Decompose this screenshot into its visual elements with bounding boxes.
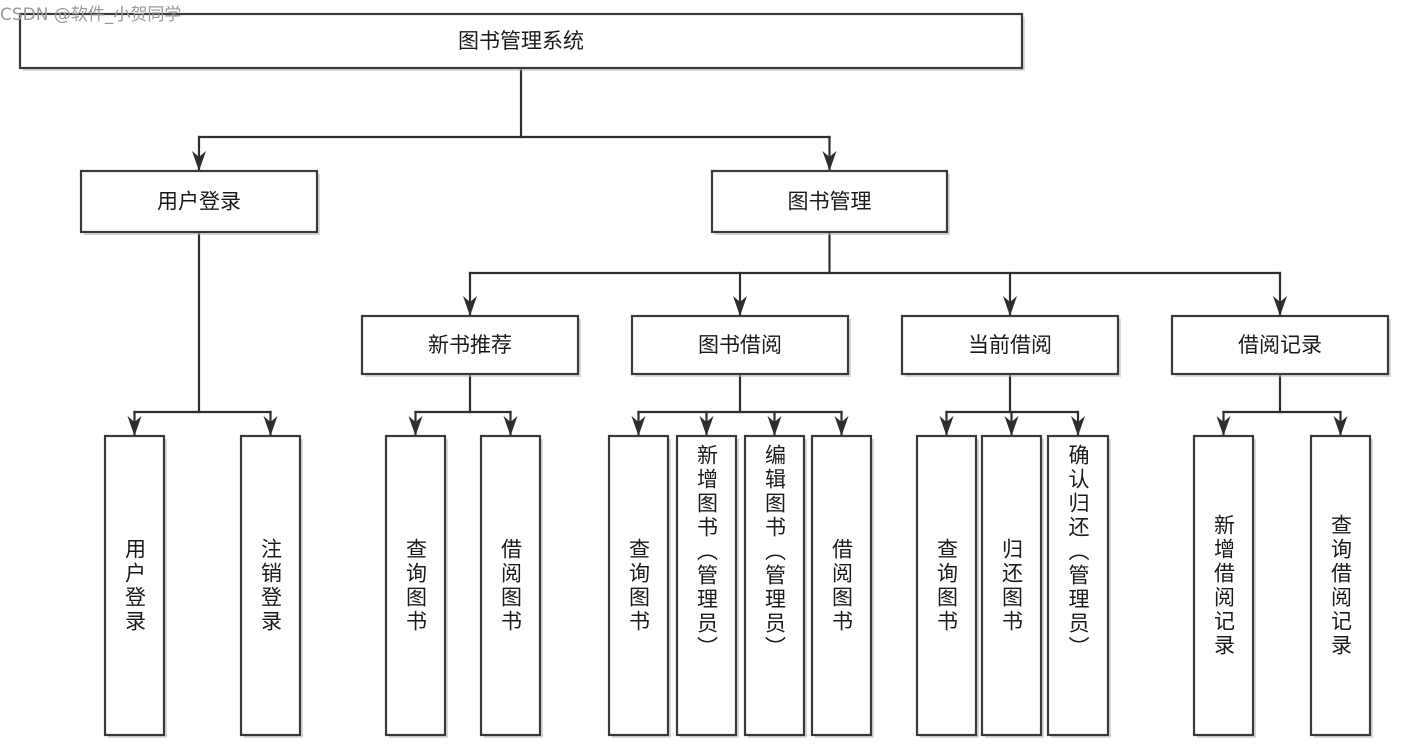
arrow-head xyxy=(699,416,714,436)
arrow-head xyxy=(1333,416,1348,436)
arrow-head xyxy=(767,416,782,436)
node-box-leaf-return-book[interactable] xyxy=(980,434,1043,737)
node-label-new-book-rec: 新书推荐 xyxy=(428,333,512,357)
arrow-head xyxy=(1004,416,1019,436)
node-box-leaf-borrow-book-rec[interactable] xyxy=(479,434,542,737)
arrow-head xyxy=(631,416,646,436)
node-box-borrow-record[interactable] xyxy=(1170,314,1390,376)
node-box-leaf-add-record[interactable] xyxy=(1192,434,1255,737)
node-box-user-login[interactable] xyxy=(79,169,319,234)
node-label-borrow-record: 借阅记录 xyxy=(1238,333,1322,357)
node-label-book-manage: 图书管理 xyxy=(788,190,872,214)
connector-layer xyxy=(127,66,1348,438)
arrow-head xyxy=(1071,416,1085,436)
arrow-head xyxy=(1003,296,1017,316)
arrow-head xyxy=(939,416,954,436)
arrow-head xyxy=(192,151,206,171)
node-box-new-book-rec[interactable] xyxy=(360,314,580,376)
node-box-leaf-user-login[interactable] xyxy=(103,434,166,737)
node-box-leaf-query-book[interactable] xyxy=(607,434,670,737)
arrow-head xyxy=(1273,296,1287,316)
arrow-head xyxy=(834,416,849,436)
arrow-head xyxy=(127,416,142,436)
node-box-leaf-add-book[interactable] xyxy=(675,434,738,737)
node-box-leaf-edit-book[interactable] xyxy=(743,434,806,737)
node-label-user-login: 用户登录 xyxy=(157,190,241,214)
arrow-head xyxy=(408,416,423,436)
node-layer xyxy=(18,12,1391,738)
node-box-leaf-query-book-cur[interactable] xyxy=(915,434,978,737)
node-box-current-borrow[interactable] xyxy=(900,314,1120,376)
node-box-leaf-query-book-rec[interactable] xyxy=(384,434,447,737)
arrow-head xyxy=(263,416,278,436)
node-box-book-manage[interactable] xyxy=(710,169,949,234)
node-box-leaf-logout[interactable] xyxy=(239,434,302,737)
arrow-head xyxy=(733,296,747,316)
node-label-current-borrow: 当前借阅 xyxy=(968,333,1052,357)
node-box-leaf-query-record[interactable] xyxy=(1309,434,1372,737)
node-label-book-borrow: 图书借阅 xyxy=(698,333,782,357)
node-box-leaf-borrow-book[interactable] xyxy=(810,434,873,737)
arrow-head xyxy=(503,416,518,436)
node-label-root: 图书管理系统 xyxy=(458,29,584,53)
arrow-head xyxy=(822,151,837,171)
arrow-head xyxy=(463,296,477,316)
arrow-head xyxy=(1216,416,1231,436)
node-box-leaf-confirm-return[interactable] xyxy=(1046,434,1110,737)
node-box-book-borrow[interactable] xyxy=(630,314,850,376)
node-box-root[interactable] xyxy=(18,12,1024,70)
